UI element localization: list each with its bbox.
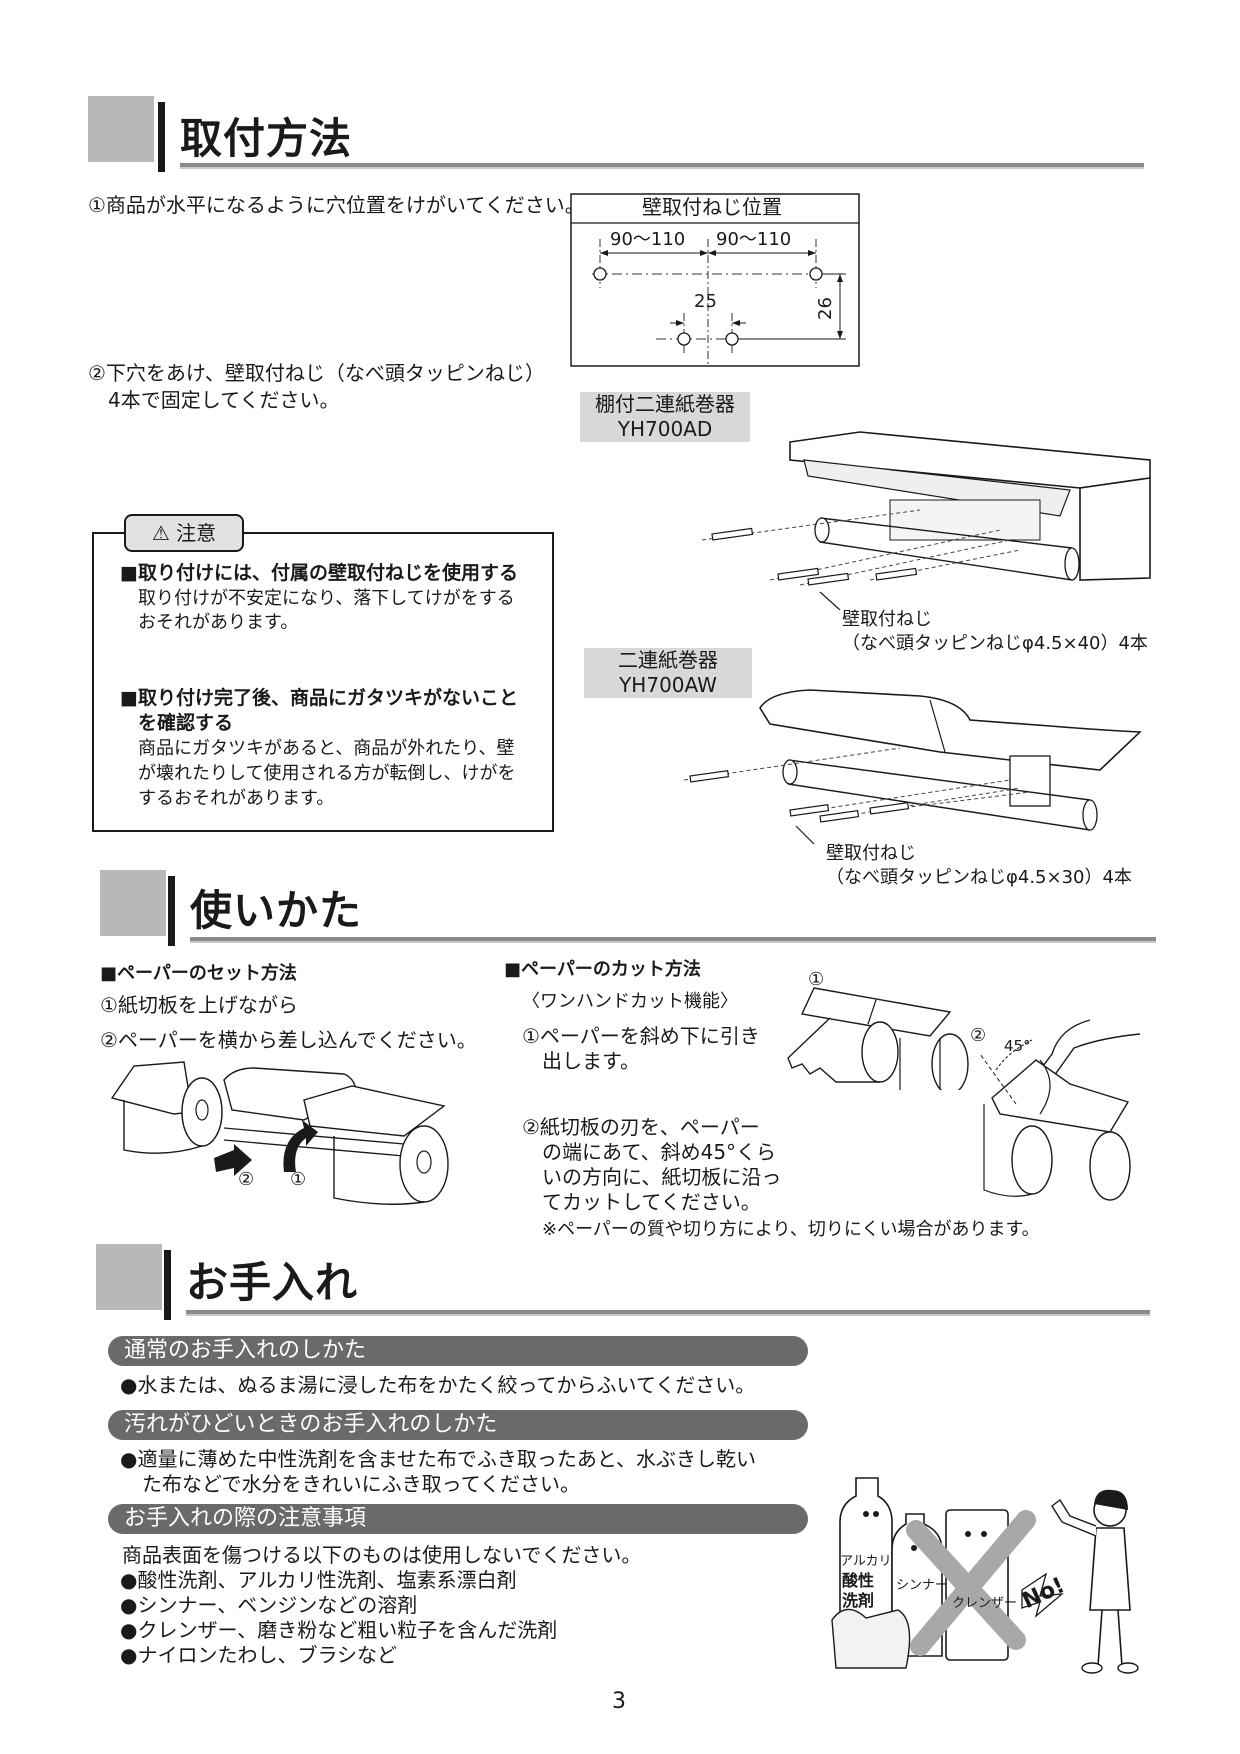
cut-step2-line2: の端にあて、斜め45°くら xyxy=(542,1140,777,1164)
care-normal-text: ●水または、ぬるま湯に浸した布をかたく絞ってからふいてください。 xyxy=(120,1373,756,1397)
product-illustration-ad xyxy=(700,430,1170,610)
caution-item1-body2: おそれがあります。 xyxy=(138,612,299,633)
cut-note: ※ペーパーの質や切り方により、切りにくい場合があります。 xyxy=(542,1219,1040,1240)
page-number: 3 xyxy=(612,1689,626,1714)
set-heading: ■ペーパーのセット方法 xyxy=(100,963,297,984)
screw-position-title: 壁取付ねじ位置 xyxy=(642,195,782,219)
illust-can-label: クレンザー xyxy=(952,1596,1018,1611)
caution-tab: ⚠ 注意 xyxy=(124,514,244,552)
model-code-ad: YH700AD xyxy=(617,417,713,441)
section-title-install: 取付方法 xyxy=(180,114,353,163)
paper-cut-illustration-1 xyxy=(780,978,980,1090)
screw-label-aw-line2: （なべ頭タッピンねじφ4.5×30）4本 xyxy=(826,867,1132,888)
section-bar-care xyxy=(164,1250,171,1320)
model-label-aw: 二連紙巻器 YH700AW xyxy=(584,648,752,698)
cut-step2-line1: ②紙切板の刃を、ペーパー xyxy=(522,1115,760,1139)
model-name-aw: 二連紙巻器 xyxy=(618,648,718,672)
section-rule-care xyxy=(186,1310,1150,1316)
care-notes-heading: お手入れの際の注意事項 xyxy=(108,1504,808,1534)
set-fig-label1: ① xyxy=(290,1169,307,1190)
section-marker-usage xyxy=(100,870,166,936)
dim-left: 90～110 xyxy=(610,229,686,250)
care-dirty-line2: た布などで水分をきれいにふき取ってください。 xyxy=(142,1472,580,1496)
section-title-usage: 使いかた xyxy=(190,886,363,935)
section-marker-care xyxy=(96,1244,162,1310)
caution-tab-label: 注意 xyxy=(176,521,217,545)
section-marker-install xyxy=(88,96,154,162)
model-label-ad: 棚付二連紙巻器 YH700AD xyxy=(580,392,750,442)
caution-item2-head2: を確認する xyxy=(138,712,234,734)
section-bar-install xyxy=(158,102,165,172)
cut-step2-line3: いの方向に、紙切板に沿っ xyxy=(542,1165,782,1189)
screw-position-diagram xyxy=(570,193,860,367)
care-notes-intro: 商品表面を傷つける以下のものは使用しないでください。 xyxy=(122,1543,642,1567)
care-dirty-heading: 汚れがひどいときのお手入れのしかた xyxy=(108,1410,808,1440)
cut-step1-line2: 出します。 xyxy=(542,1049,640,1073)
install-step1: ①商品が水平になるように穴位置をけがいてください。 xyxy=(88,193,585,217)
care-notes-item1: ●酸性洗剤、アルカリ性洗剤、塩素系漂白剤 xyxy=(120,1568,517,1592)
section-rule-install xyxy=(180,163,1144,169)
cut-fig-angle: 45° xyxy=(1004,1037,1031,1055)
caution-item2-body3: するおそれがあります。 xyxy=(138,788,335,809)
screw-label-aw-line1: 壁取付ねじ xyxy=(826,843,916,864)
cut-heading: ■ペーパーのカット方法 xyxy=(504,959,701,980)
illust-bottle1-line2: 酸性 xyxy=(842,1571,875,1590)
section-bar-usage xyxy=(168,876,175,946)
cut-step2-line4: てカットしてください。 xyxy=(542,1190,761,1214)
care-notes-item2: ●シンナー、ベンジンなどの溶剤 xyxy=(120,1593,418,1617)
set-step2: ②ペーパーを横から差し込んでください。 xyxy=(100,1028,477,1052)
prohibited-cleaners-illustration xyxy=(826,1470,1156,1680)
screw-label-ad-line2: （なべ頭タッピンねじφ4.5×40）4本 xyxy=(842,633,1148,654)
caution-item2-body2: が壊れたりして使用される方が転倒し、けがを xyxy=(138,763,516,784)
cut-step1-line1: ①ペーパーを斜め下に引き xyxy=(522,1024,760,1048)
cut-fig-label1: ① xyxy=(808,969,825,990)
cut-fig-label2: ② xyxy=(970,1025,987,1046)
dim-vertical: 26 xyxy=(815,297,836,320)
paper-cut-illustration-2 xyxy=(980,1014,1150,1210)
caution-item2-head1: ■取り付け完了後、商品にガタツキがないこと xyxy=(120,687,518,709)
set-step1: ①紙切板を上げながら xyxy=(100,993,298,1017)
model-code-aw: YH700AW xyxy=(619,673,717,697)
model-name-ad: 棚付二連紙巻器 xyxy=(595,392,735,416)
install-step2-line1: ②下穴をあけ、壁取付ねじ（なべ頭タッピンねじ） xyxy=(88,361,545,385)
illust-bottle1-line3: 洗剤 xyxy=(842,1591,875,1610)
caution-item2-body1: 商品にガタツキがあると、商品が外れたり、壁 xyxy=(138,738,515,759)
dim-center: 25 xyxy=(694,291,717,312)
set-fig-label2: ② xyxy=(238,1169,255,1190)
dim-right: 90～110 xyxy=(716,229,792,250)
caution-box xyxy=(92,532,554,832)
install-step2-line2: 4本で固定してください。 xyxy=(108,388,340,412)
care-notes-item4: ●ナイロンたわし、ブラシなど xyxy=(120,1643,398,1667)
section-title-care: お手入れ xyxy=(186,1258,359,1307)
care-normal-heading: 通常のお手入れのしかた xyxy=(108,1336,808,1366)
caution-item1-body1: 取り付けが不安定になり、落下してけがをする xyxy=(138,588,515,609)
illust-bottle1-line1: アルカリ xyxy=(840,1554,892,1569)
care-notes-item3: ●クレンザー、磨き粉など粗い粒子を含んだ洗剤 xyxy=(120,1618,558,1642)
paper-set-illustration xyxy=(104,1060,464,1210)
caution-item1-head: ■取り付けには、付属の壁取付ねじを使用する xyxy=(120,562,518,584)
care-dirty-line1: ●適量に薄めた中性洗剤を含ませた布でふき取ったあと、水ぶきし乾い xyxy=(120,1447,757,1471)
cut-subheading: 〈ワンハンドカット機能〉 xyxy=(522,991,738,1012)
warning-icon: ⚠ xyxy=(151,521,170,545)
illust-bottle2-label: シンナー xyxy=(896,1578,949,1593)
section-rule-usage xyxy=(190,937,1156,943)
screw-label-ad-line1: 壁取付ねじ xyxy=(842,609,932,630)
product-illustration-aw xyxy=(680,680,1150,850)
